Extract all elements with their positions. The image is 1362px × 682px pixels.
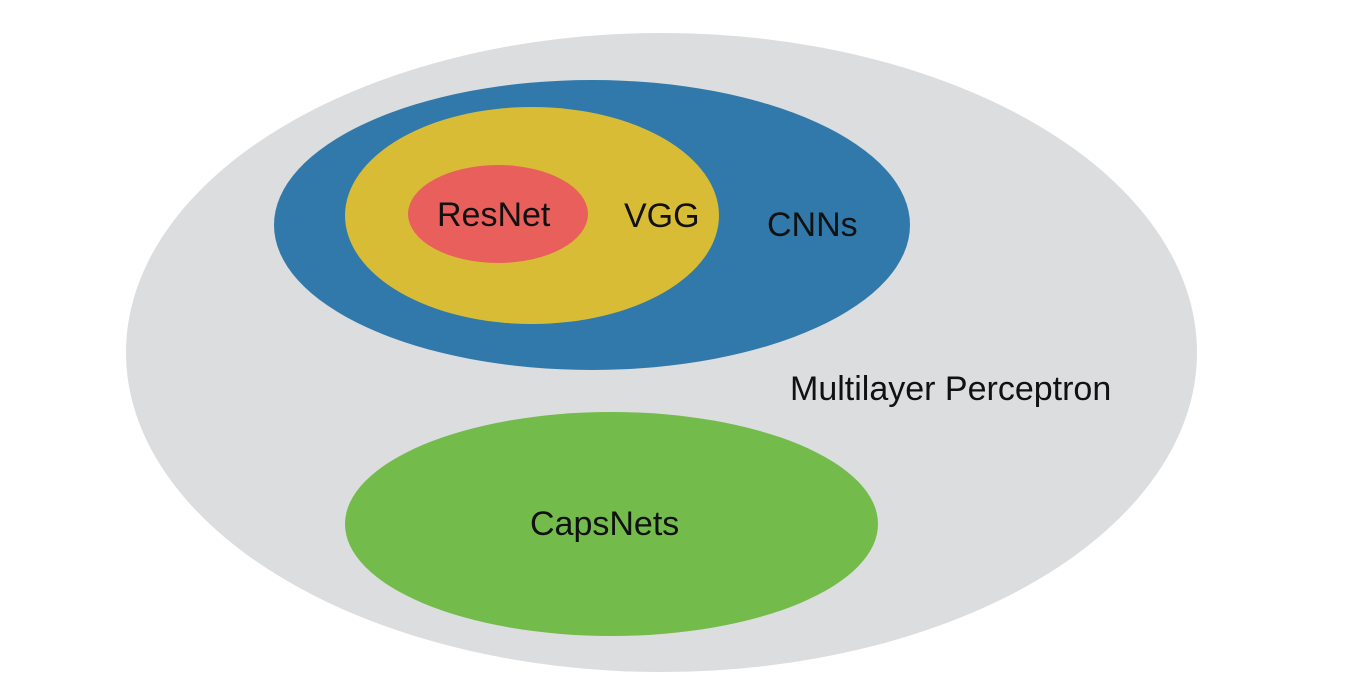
vgg-label: VGG [624,197,700,235]
resnet-label: ResNet [437,196,551,234]
cnns-label: CNNs [767,206,858,244]
multilayer-perceptron-label: Multilayer Perceptron [790,370,1112,408]
capsnets-ellipse [345,412,878,636]
capsnets-label: CapsNets [530,505,680,543]
resnet-ellipse [408,165,588,263]
